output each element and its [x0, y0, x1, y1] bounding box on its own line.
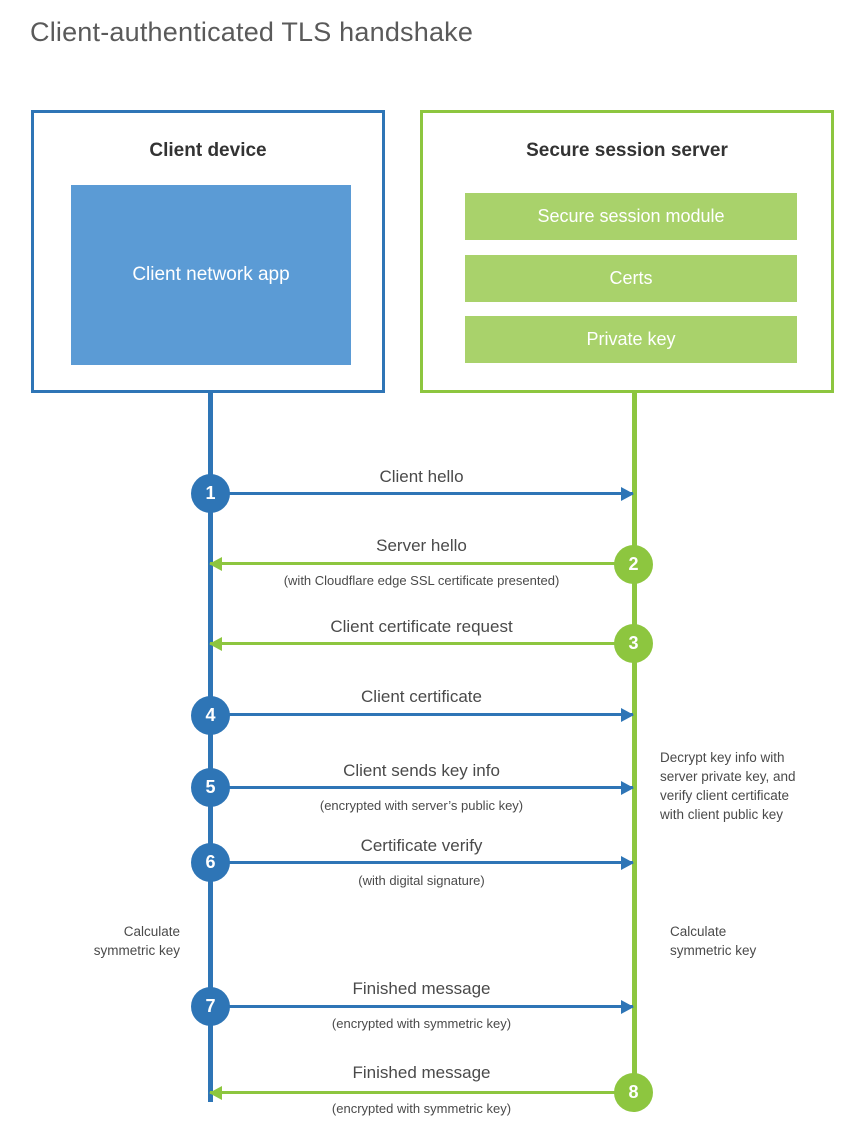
client-network-app-block: Client network app: [71, 185, 351, 365]
client-calculate-symmetric-key-note: Calculate symmetric key: [93, 924, 180, 959]
step-1-number: 1: [191, 474, 230, 513]
step-5-sublabel: (encrypted with server’s public key): [319, 798, 524, 813]
secure-session-server-title: Secure session server: [526, 140, 728, 161]
step-5-arrow: [210, 780, 634, 795]
page-title: Client-authenticated TLS handshake: [30, 17, 474, 47]
step-7-label: Finished message: [352, 979, 491, 998]
step-4-label: Client certificate: [361, 687, 482, 706]
step-6-number: 6: [191, 843, 230, 882]
step-3-arrow: [209, 636, 633, 651]
step-2-number: 2: [614, 545, 653, 584]
step-4-arrow: [210, 707, 634, 722]
server-component-private-key: Private key: [465, 316, 797, 363]
step-8-number: 8: [614, 1073, 653, 1112]
step-3-label: Client certificate request: [330, 617, 513, 636]
step-7-arrow: [210, 999, 634, 1014]
step-4-number: 4: [191, 696, 230, 735]
step-2-sublabel: (with Cloudflare edge SSL certificate pr…: [283, 573, 560, 588]
server-lifeline: [632, 390, 637, 1093]
server-decrypt-note: Decrypt key info with server private key…: [660, 750, 796, 823]
step-5-label: Client sends key info: [343, 761, 500, 780]
step-6-sublabel: (with digital signature): [358, 873, 485, 888]
server-calculate-symmetric-key-note: Calculate symmetric key: [670, 924, 757, 959]
client-device-box: Client device Client network app: [31, 110, 385, 393]
step-8-arrow: [209, 1085, 633, 1100]
step-8-label: Finished message: [352, 1063, 491, 1082]
step-7-number: 7: [191, 987, 230, 1026]
step-6-arrow: [210, 855, 634, 870]
step-2-label: Server hello: [376, 536, 467, 555]
secure-session-server-box: Secure session server Secure session mod…: [420, 110, 834, 393]
client-lifeline: [208, 390, 213, 1102]
server-component-secure-session-module: Secure session module: [465, 193, 797, 240]
step-1-arrow: [210, 486, 634, 501]
step-6-label: Certificate verify: [360, 836, 483, 855]
step-1-label: Client hello: [379, 467, 464, 486]
step-7-sublabel: (encrypted with symmetric key): [331, 1016, 512, 1031]
step-3-number: 3: [614, 624, 653, 663]
step-5-number: 5: [191, 768, 230, 807]
client-device-title: Client device: [149, 140, 267, 161]
step-2-arrow: [209, 556, 633, 571]
step-8-sublabel: (encrypted with symmetric key): [331, 1101, 512, 1116]
server-component-certs: Certs: [465, 255, 797, 302]
